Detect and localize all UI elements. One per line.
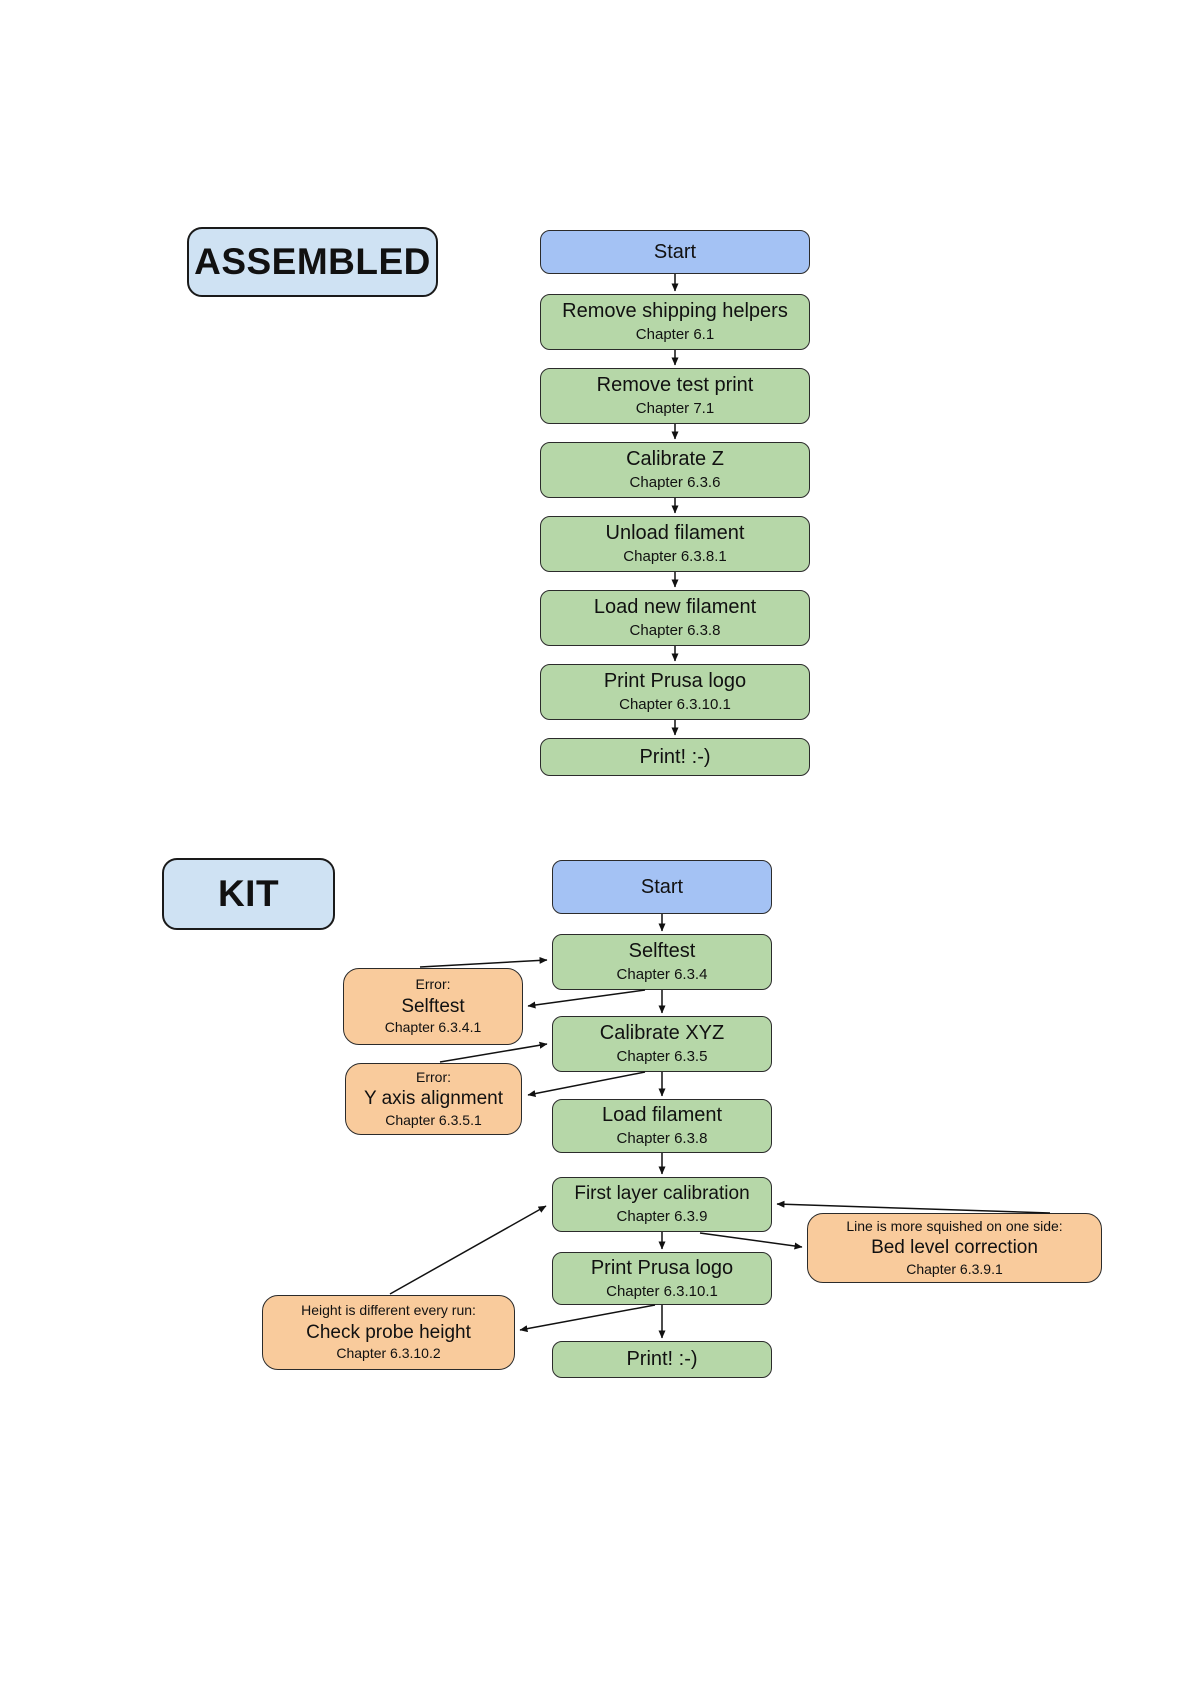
node-title: Remove test print — [596, 374, 754, 397]
kit-step-load-filament: Load filament Chapter 6.3.8 — [552, 1099, 772, 1153]
node-title: Print! :-) — [639, 745, 711, 768]
arrow-logo-to-checkprobe — [519, 1304, 656, 1333]
assembled-end-print-node: Print! :-) — [540, 738, 810, 776]
kit-step-first-layer-calibration: First layer calibration Chapter 6.3.9 — [552, 1177, 772, 1232]
node-title: Bed level correction — [871, 1237, 1038, 1259]
node-title: Calibrate Z — [626, 448, 724, 471]
node-pretitle: Error: — [416, 1068, 451, 1085]
kit-error-selftest-node: Error: Selftest Chapter 6.3.4.1 — [343, 968, 523, 1045]
assembled-section-label: ASSEMBLED — [187, 227, 438, 297]
node-title: Calibrate XYZ — [599, 1022, 725, 1045]
node-chapter: Chapter 6.3.10.1 — [606, 1282, 718, 1300]
node-title: Selftest — [401, 995, 465, 1017]
kit-section-label: KIT — [162, 858, 335, 930]
assembled-start-node: Start — [540, 230, 810, 274]
node-chapter: Chapter 6.3.5 — [616, 1048, 708, 1066]
arrow-bedlevel-to-firstlayer — [776, 1200, 1051, 1214]
node-title: Load filament — [601, 1104, 723, 1127]
node-title: Y axis alignment — [363, 1088, 504, 1110]
node-chapter: Chapter 6.3.6 — [629, 474, 721, 492]
assembled-step-calibrate-z: Calibrate Z Chapter 6.3.6 — [540, 442, 810, 498]
kit-step-selftest: Selftest Chapter 6.3.4 — [552, 934, 772, 990]
node-title: Start — [640, 875, 684, 898]
kit-error-bed-level-correction-node: Line is more squished on one side: Bed l… — [807, 1213, 1102, 1283]
node-title: Print Prusa logo — [603, 670, 747, 693]
node-title: Load new filament — [593, 596, 757, 619]
arrow-error-selftest-to-selftest — [419, 956, 548, 968]
kit-error-check-probe-height-node: Height is different every run: Check pro… — [262, 1295, 515, 1370]
node-title: Unload filament — [605, 522, 745, 545]
assembled-step-load-new-filament: Load new filament Chapter 6.3.8 — [540, 590, 810, 646]
assembled-step-remove-shipping-helpers: Remove shipping helpers Chapter 6.1 — [540, 294, 810, 350]
assembled-step-unload-filament: Unload filament Chapter 6.3.8.1 — [540, 516, 810, 572]
node-chapter: Chapter 7.1 — [635, 400, 715, 418]
node-title: First layer calibration — [574, 1183, 750, 1205]
arrow-calibrate-to-error-yaxis — [527, 1071, 646, 1097]
node-pretitle: Line is more squished on one side: — [846, 1217, 1063, 1234]
node-title: Print! :-) — [626, 1348, 698, 1370]
node-chapter: Chapter 6.3.4 — [616, 966, 708, 984]
node-chapter: Chapter 6.3.10.1 — [619, 696, 731, 714]
kit-step-print-prusa-logo: Print Prusa logo Chapter 6.3.10.1 — [552, 1252, 772, 1305]
arrow-selftest-to-error-selftest — [527, 989, 646, 1009]
node-chapter: Chapter 6.3.9.1 — [906, 1260, 1003, 1277]
node-title: Selftest — [628, 940, 696, 963]
arrow-error-yaxis-to-calibrate — [439, 1041, 548, 1063]
assembled-step-remove-test-print: Remove test print Chapter 7.1 — [540, 368, 810, 424]
node-title: Remove shipping helpers — [562, 300, 788, 323]
node-title: Check probe height — [306, 1321, 471, 1343]
node-chapter: Chapter 6.3.8.1 — [623, 548, 727, 566]
assembled-section-label-text: ASSEMBLED — [194, 240, 431, 282]
node-pretitle: Height is different every run: — [301, 1302, 476, 1319]
node-chapter: Chapter 6.3.4.1 — [384, 1019, 482, 1036]
kit-start-node: Start — [552, 860, 772, 914]
node-chapter: Chapter 6.1 — [635, 326, 715, 344]
node-chapter: Chapter 6.3.10.2 — [336, 1345, 441, 1362]
kit-error-y-axis-alignment-node: Error: Y axis alignment Chapter 6.3.5.1 — [345, 1063, 522, 1135]
node-title: Start — [653, 240, 697, 263]
node-chapter: Chapter 6.3.9 — [616, 1208, 708, 1225]
node-chapter: Chapter 6.3.8 — [616, 1130, 708, 1148]
node-pretitle: Error: — [415, 976, 451, 993]
node-chapter: Chapter 6.3.5.1 — [385, 1111, 482, 1128]
arrow-firstlayer-to-bedlevel — [699, 1232, 803, 1250]
kit-end-print-node: Print! :-) — [552, 1341, 772, 1378]
node-chapter: Chapter 6.3.8 — [629, 622, 721, 640]
arrow-checkprobe-to-firstlayer — [389, 1205, 547, 1295]
kit-step-calibrate-xyz: Calibrate XYZ Chapter 6.3.5 — [552, 1016, 772, 1072]
node-title: Print Prusa logo — [590, 1256, 734, 1279]
kit-section-label-text: KIT — [217, 872, 280, 914]
assembled-step-print-prusa-logo: Print Prusa logo Chapter 6.3.10.1 — [540, 664, 810, 720]
